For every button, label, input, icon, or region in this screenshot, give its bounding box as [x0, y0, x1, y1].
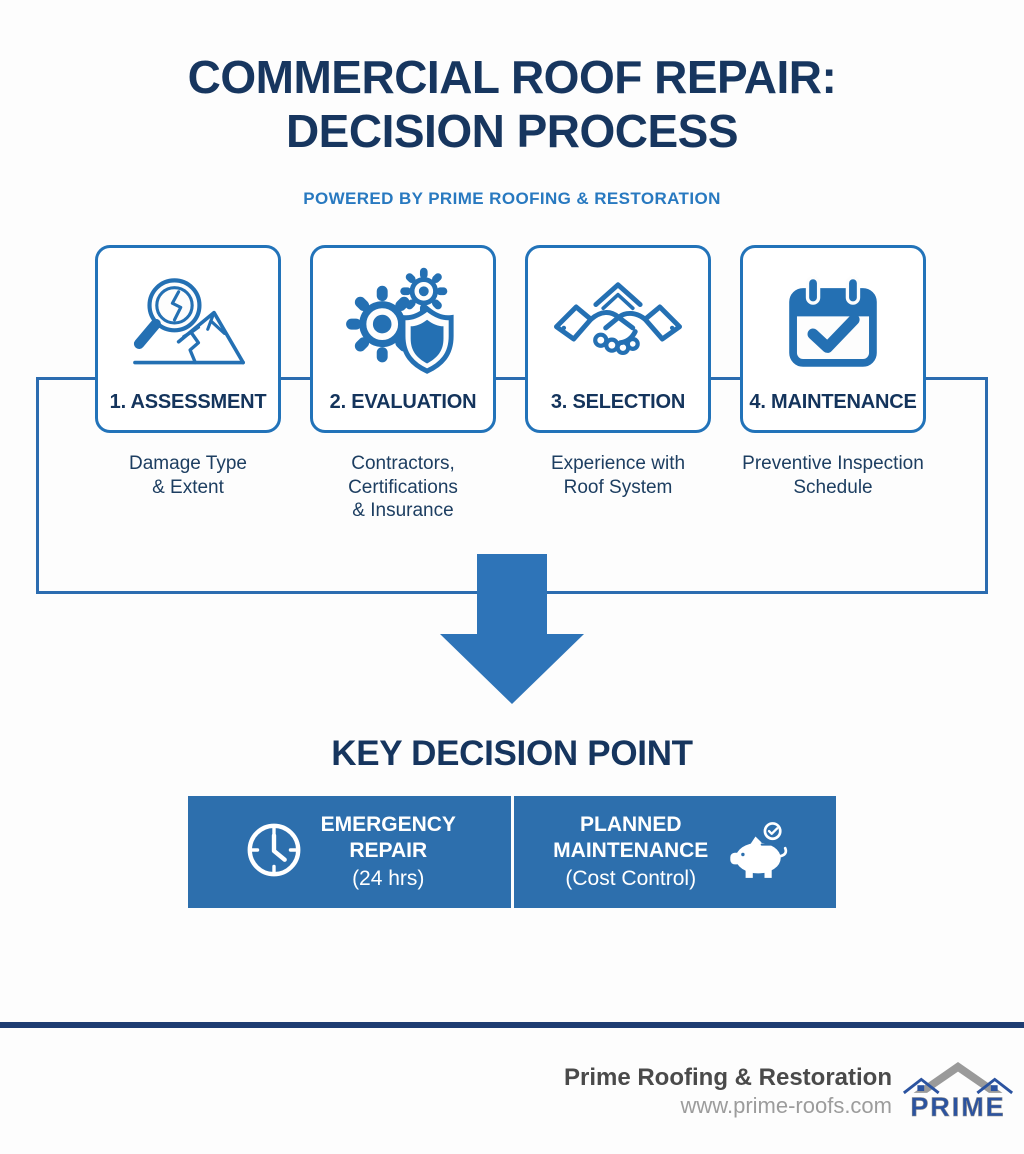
step-card-maintenance: 4. MAINTENANCE: [740, 245, 926, 433]
step-card-selection: 3. SELECTION: [525, 245, 711, 433]
footer-website-url: www.prime-roofs.com: [680, 1092, 892, 1118]
footer-divider: [0, 1022, 1024, 1028]
step-label: 2. EVALUATION: [329, 391, 477, 413]
magnifier-damaged-roof-icon: [98, 248, 278, 391]
decision-options: EMERGENCY REPAIR (24 hrs) PLANNED MAINTE…: [188, 796, 836, 908]
prime-logo: PRIME: [900, 1060, 1016, 1122]
step-description-maintenance: Preventive Inspection Schedule: [742, 453, 924, 498]
step-label: 3. SELECTION: [550, 391, 686, 413]
clock-icon: [243, 819, 305, 886]
step-card-assessment: 1. ASSESSMENT: [95, 245, 281, 433]
option-emergency-repair: EMERGENCY REPAIR (24 hrs): [188, 796, 511, 908]
step-card-evaluation: 2. EVALUATION: [310, 245, 496, 433]
down-arrow-icon: [440, 634, 584, 704]
calendar-check-icon: [743, 248, 923, 391]
option-planned-maintenance: PLANNED MAINTENANCE (Cost Control): [513, 796, 836, 908]
step-label: 4. MAINTENANCE: [749, 391, 917, 413]
logo-wordmark: PRIME: [910, 1092, 1005, 1122]
piggy-bank-icon: [724, 817, 796, 888]
page-title: COMMERCIAL ROOF REPAIR: DECISION PROCESS: [187, 51, 837, 158]
gears-shield-icon: [313, 248, 493, 391]
footer-company-name: Prime Roofing & Restoration: [563, 1064, 892, 1091]
option-subtitle: (24 hrs): [352, 866, 425, 890]
step-description-selection: Experience with Roof System: [550, 453, 686, 498]
step-label: 1. ASSESSMENT: [109, 391, 267, 413]
handshake-icon: [528, 248, 708, 391]
option-title: EMERGENCY REPAIR: [320, 813, 456, 863]
footer-text-block: Prime Roofing & Restoration www.prime-ro…: [564, 1064, 892, 1119]
step-description-assessment: Damage Type & Extent: [129, 453, 247, 498]
key-decision-heading: KEY DECISION POINT: [331, 734, 693, 773]
option-subtitle: (Cost Control): [565, 866, 697, 890]
down-arrow-shaft: [477, 554, 547, 636]
roofs-icon: [902, 1062, 1014, 1095]
step-description-evaluation: Contractors, Certifications & Insurance: [348, 453, 458, 522]
powered-by-subtitle: POWERED BY PRIME ROOFING & RESTORATION: [303, 189, 721, 208]
option-title: PLANNED MAINTENANCE: [553, 813, 709, 863]
